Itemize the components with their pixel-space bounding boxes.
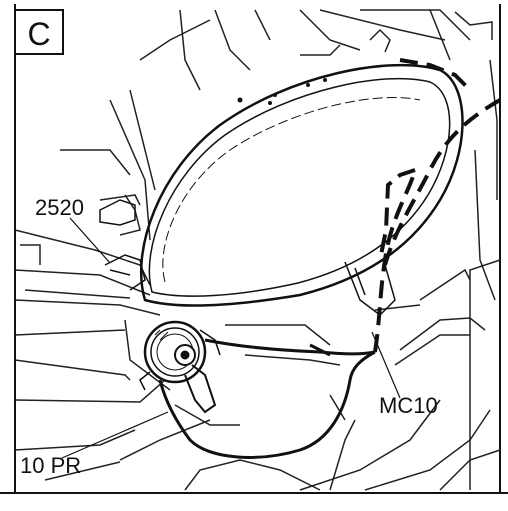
- leader-lines: [61, 217, 401, 459]
- wiring-harness-dashed: [373, 58, 501, 353]
- horn-unit: [139, 320, 221, 414]
- frame: [0, 4, 508, 494]
- callouts: 2520 MC10 10 PR: [20, 195, 438, 478]
- mounting-bracket: [99, 199, 146, 291]
- label-10pr: 10 PR: [20, 453, 81, 478]
- label-2520: 2520: [35, 195, 84, 220]
- label-mc10: MC10: [379, 393, 438, 418]
- panel-letter-box: C: [14, 9, 64, 55]
- wiring-harness-solid: [158, 338, 376, 459]
- body-structure: [14, 9, 501, 491]
- headlamp-housing: [140, 63, 464, 316]
- panel-letter: C: [27, 16, 50, 52]
